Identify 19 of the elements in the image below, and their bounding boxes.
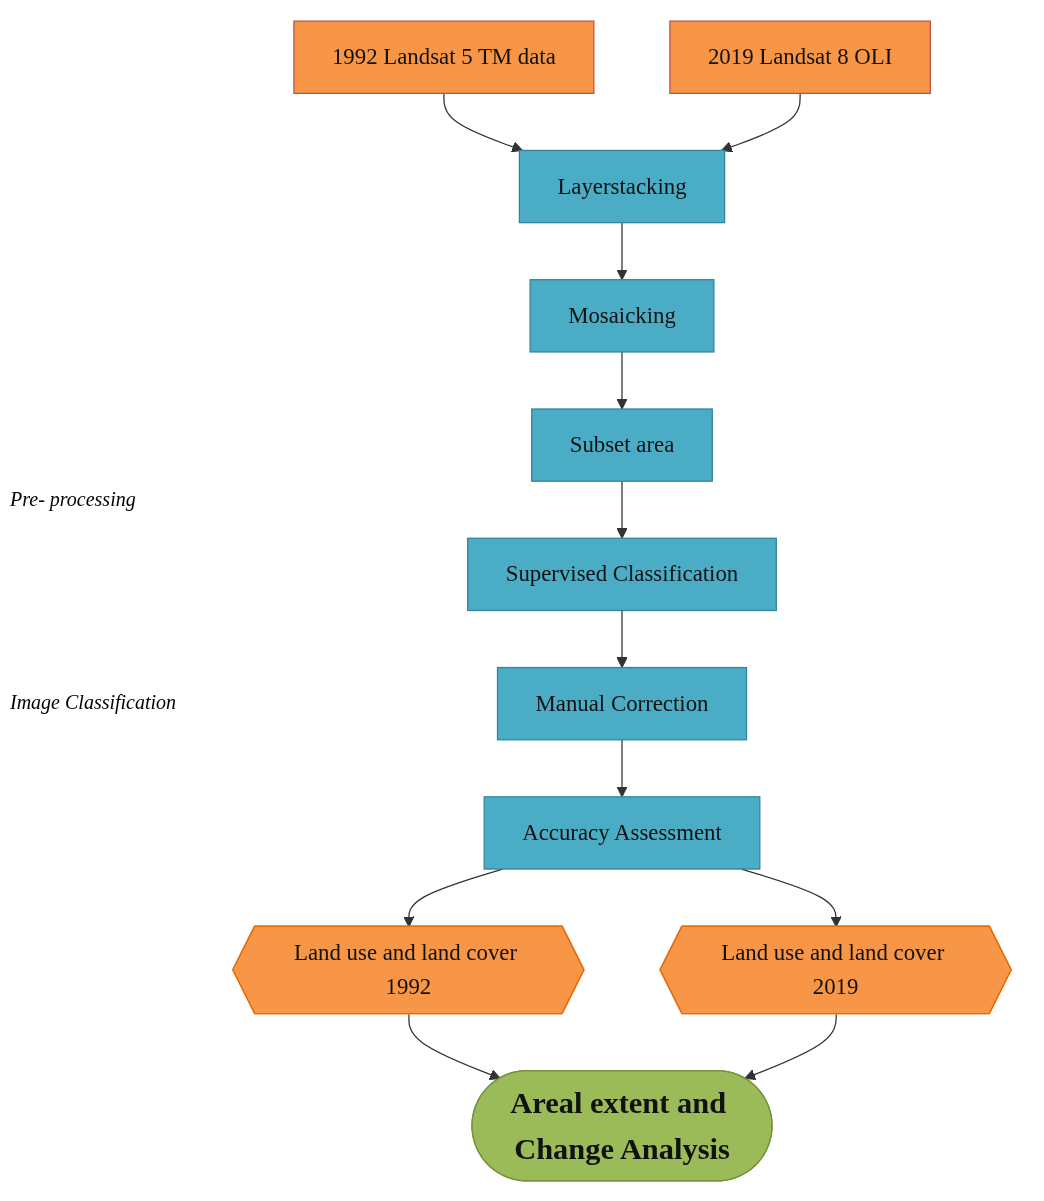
bracket-label: Image Classification	[10, 690, 178, 714]
arrow	[721, 92, 801, 152]
arrow	[616, 738, 628, 797]
arrow	[616, 609, 628, 668]
arrow	[616, 480, 628, 539]
node-box: Accuracy Assessment	[483, 795, 761, 870]
arrow	[616, 221, 628, 280]
node-box: 2019 Landsat 8 OLI	[669, 20, 931, 94]
node-box: Supervised Classification	[467, 537, 777, 611]
bracket-label: Pre- processing	[10, 487, 137, 511]
node-box: 1992 Landsat 5 TM data	[293, 20, 595, 94]
arrow	[408, 1013, 501, 1080]
arrow	[443, 92, 523, 152]
node-box: Mosaicking	[529, 278, 715, 353]
node-box: Manual Correction	[496, 666, 748, 740]
arrow	[616, 350, 628, 409]
arrow	[744, 1013, 837, 1080]
node-box: Subset area	[531, 407, 713, 482]
node-box: Layerstacking	[518, 149, 726, 223]
